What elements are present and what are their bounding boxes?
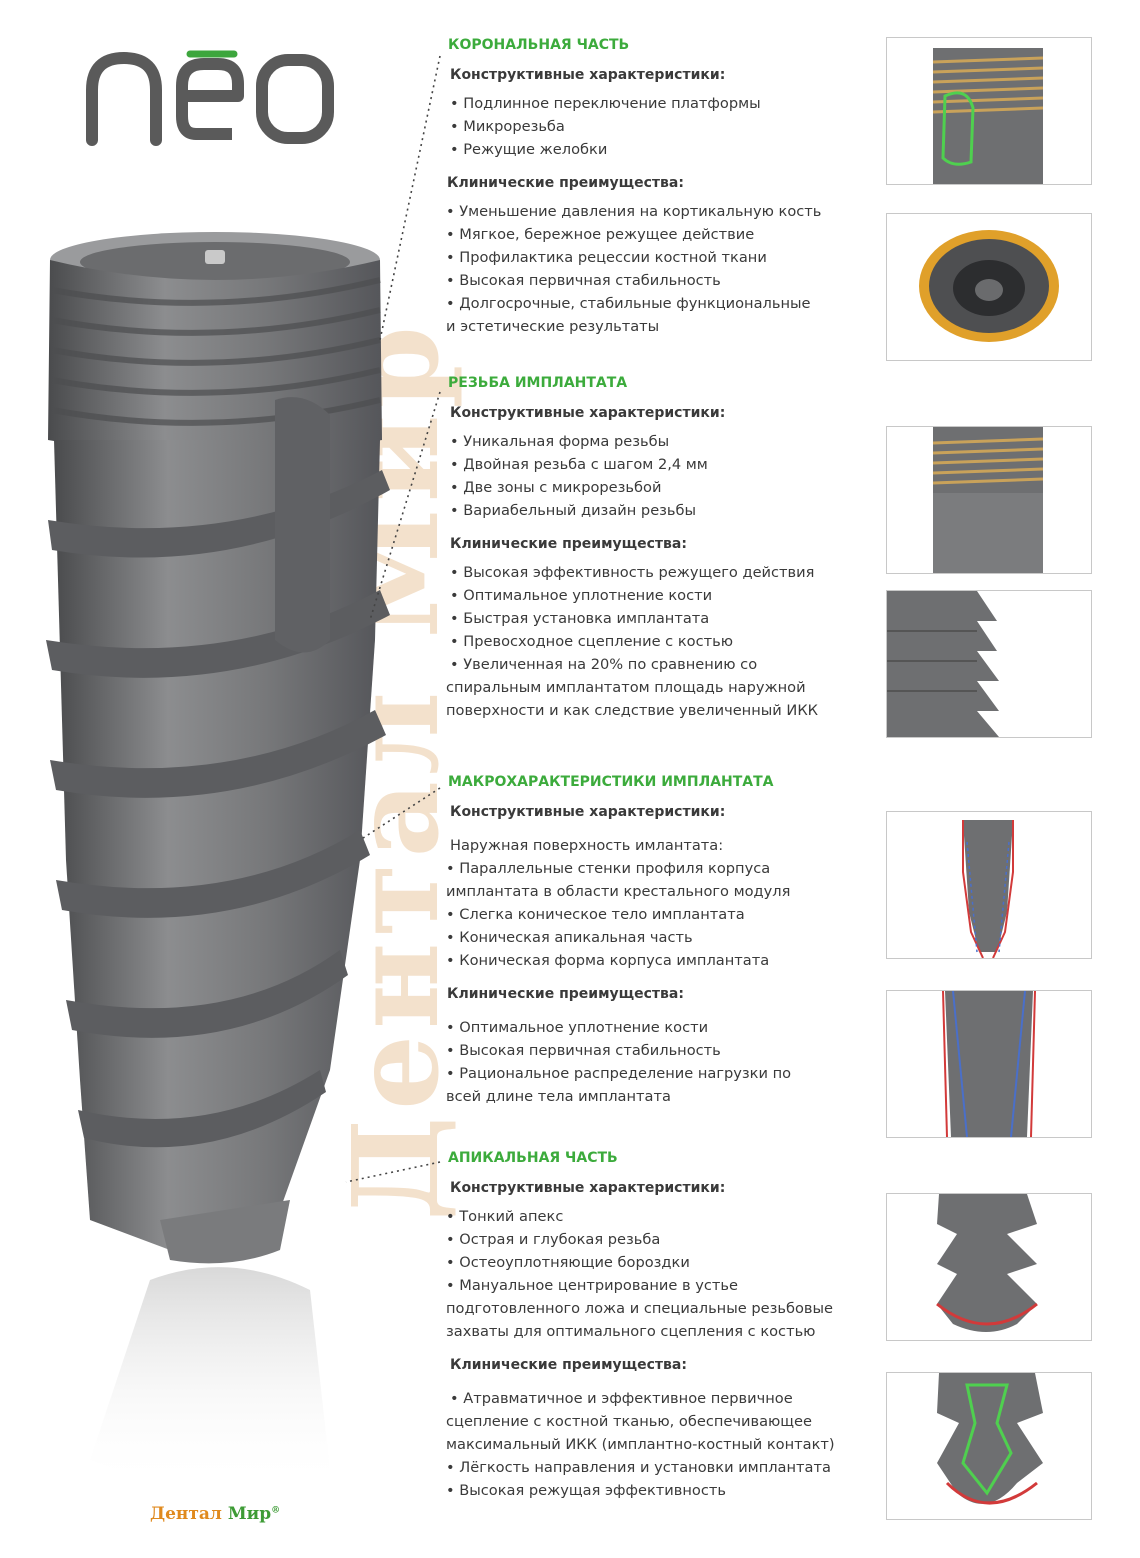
section-title: АПИКАЛЬНАЯ ЧАСТЬ: [448, 1150, 618, 1166]
list-item: • Превосходное сцепление с костью: [450, 633, 734, 650]
clinical-list: • Оптимальное уплотнение кости • Высокая…: [446, 1016, 856, 1108]
brand-mark: Дентал Мир®: [150, 1504, 281, 1524]
list-item: Наружная поверхность имлантата:: [450, 837, 724, 854]
list-item: • Остеоуплотняющие бороздки: [446, 1254, 690, 1271]
list-item: спиральным имплантатом площадь наружной: [446, 679, 806, 696]
clinical-list: • Высокая эффективность режущего действи…: [446, 561, 856, 722]
list-item: • Высокая эффективность режущего действи…: [450, 564, 815, 581]
thumbnail-load-distribution: [886, 990, 1092, 1138]
thumbnail-apex-profile: [886, 1193, 1092, 1341]
list-item: подготовленного ложа и специальные резьб…: [446, 1300, 833, 1317]
design-list: • Уникальная форма резьбы • Двойная резь…: [446, 430, 856, 522]
design-label: Конструктивные характеристики:: [450, 67, 726, 83]
thumbnail-apex-groove: [886, 1372, 1092, 1520]
list-item: • Высокая первичная стабильность: [446, 1042, 721, 1059]
list-item: • Высокая режущая эффективность: [446, 1482, 726, 1499]
list-item: • Коническая форма корпуса имплантата: [446, 952, 770, 969]
list-item: • Уникальная форма резьбы: [450, 433, 670, 450]
list-item: сцепление с костной тканью, обеспечивающ…: [446, 1413, 813, 1430]
thumbnail-thread-microthread: [886, 426, 1092, 574]
design-label: Конструктивные характеристики:: [450, 1180, 726, 1196]
list-item: • Долгосрочные, стабильные функциональны…: [446, 295, 811, 312]
thumbnail-thread-profile: [886, 590, 1092, 738]
clinical-label: Клинические преимущества:: [447, 986, 684, 1002]
list-item: • Две зоны с микрорезьбой: [450, 479, 662, 496]
section-macro: МАКРОХАРАКТЕРИСТИКИ ИМПЛАНТАТА Конструкт…: [446, 774, 856, 1122]
thumbnail-platform-top: [886, 213, 1092, 361]
clinical-list: • Уменьшение давления на кортикальную ко…: [446, 200, 856, 338]
section-title: РЕЗЬБА ИМПЛАНТАТА: [448, 375, 628, 391]
list-item: • Слегка коническое тело имплантата: [446, 906, 745, 923]
section-apical: АПИКАЛЬНАЯ ЧАСТЬ Конструктивные характер…: [446, 1150, 856, 1516]
list-item: максимальный ИКК (имплантно-костный конт…: [446, 1436, 835, 1453]
list-item: • Высокая первичная стабильность: [446, 272, 721, 289]
list-item: • Оптимальное уплотнение кости: [446, 1019, 709, 1036]
list-item: • Мягкое, бережное режущее действие: [446, 226, 755, 243]
list-item: • Тонкий апекс: [446, 1208, 564, 1225]
list-item: • Двойная резьба с шагом 2,4 мм: [450, 456, 708, 473]
section-thread: РЕЗЬБА ИМПЛАНТАТА Конструктивные характе…: [446, 375, 856, 736]
list-item: • Режущие желобки: [450, 141, 608, 158]
list-item: поверхности и как следствие увеличенный …: [446, 702, 819, 719]
clinical-label: Клинические преимущества:: [447, 175, 684, 191]
list-item: • Вариабельный дизайн резьбы: [450, 502, 697, 519]
clinical-label: Клинические преимущества:: [450, 1357, 687, 1373]
clinical-list: • Атравматичное и эффективное первичное …: [446, 1387, 856, 1502]
list-item: • Быстрая установка имплантата: [450, 610, 710, 627]
thumbnail-tapered-body: [886, 811, 1092, 959]
list-item: • Подлинное переключение платформы: [450, 95, 761, 112]
design-list: • Тонкий апекс • Острая и глубокая резьб…: [446, 1205, 856, 1343]
list-item: • Параллельные стенки профиля корпуса: [446, 860, 771, 877]
list-item: • Атравматичное и эффективное первичное: [450, 1390, 793, 1407]
list-item: • Рациональное распределение нагрузки по: [446, 1065, 792, 1082]
list-item: • Коническая апикальная часть: [446, 929, 693, 946]
clinical-label: Клинические преимущества:: [450, 536, 687, 552]
list-item: и эстетические результаты: [446, 318, 660, 335]
implant-illustration: [46, 232, 390, 1488]
design-list: Наружная поверхность имлантата: • Паралл…: [446, 834, 856, 972]
thumbnail-coronal-microthread: [886, 37, 1092, 185]
list-item: имплантата в области крестального модуля: [446, 883, 791, 900]
design-label: Конструктивные характеристики:: [450, 804, 726, 820]
list-item: • Мануальное центрирование в устье: [446, 1277, 738, 1294]
list-item: • Лёгкость направления и установки импла…: [446, 1459, 831, 1476]
list-item: всей длине тела имплантата: [446, 1088, 671, 1105]
list-item: • Профилактика рецессии костной ткани: [446, 249, 767, 266]
list-item: захваты для оптимального сцепления с кос…: [446, 1323, 816, 1340]
list-item: • Острая и глубокая резьба: [446, 1231, 661, 1248]
section-title: МАКРОХАРАКТЕРИСТИКИ ИМПЛАНТАТА: [448, 774, 774, 790]
list-item: • Микрорезьба: [450, 118, 565, 135]
list-item: • Уменьшение давления на кортикальную ко…: [446, 203, 822, 220]
list-item: • Увеличенная на 20% по сравнению со: [450, 656, 758, 673]
design-label: Конструктивные характеристики:: [450, 405, 726, 421]
design-list: • Подлинное переключение платформы • Мик…: [446, 92, 856, 161]
list-item: • Оптимальное уплотнение кости: [450, 587, 713, 604]
section-coronal: КОРОНАЛЬНАЯ ЧАСТЬ Конструктивные характе…: [446, 37, 856, 352]
section-title: КОРОНАЛЬНАЯ ЧАСТЬ: [448, 37, 630, 53]
neo-logo: [86, 50, 336, 150]
